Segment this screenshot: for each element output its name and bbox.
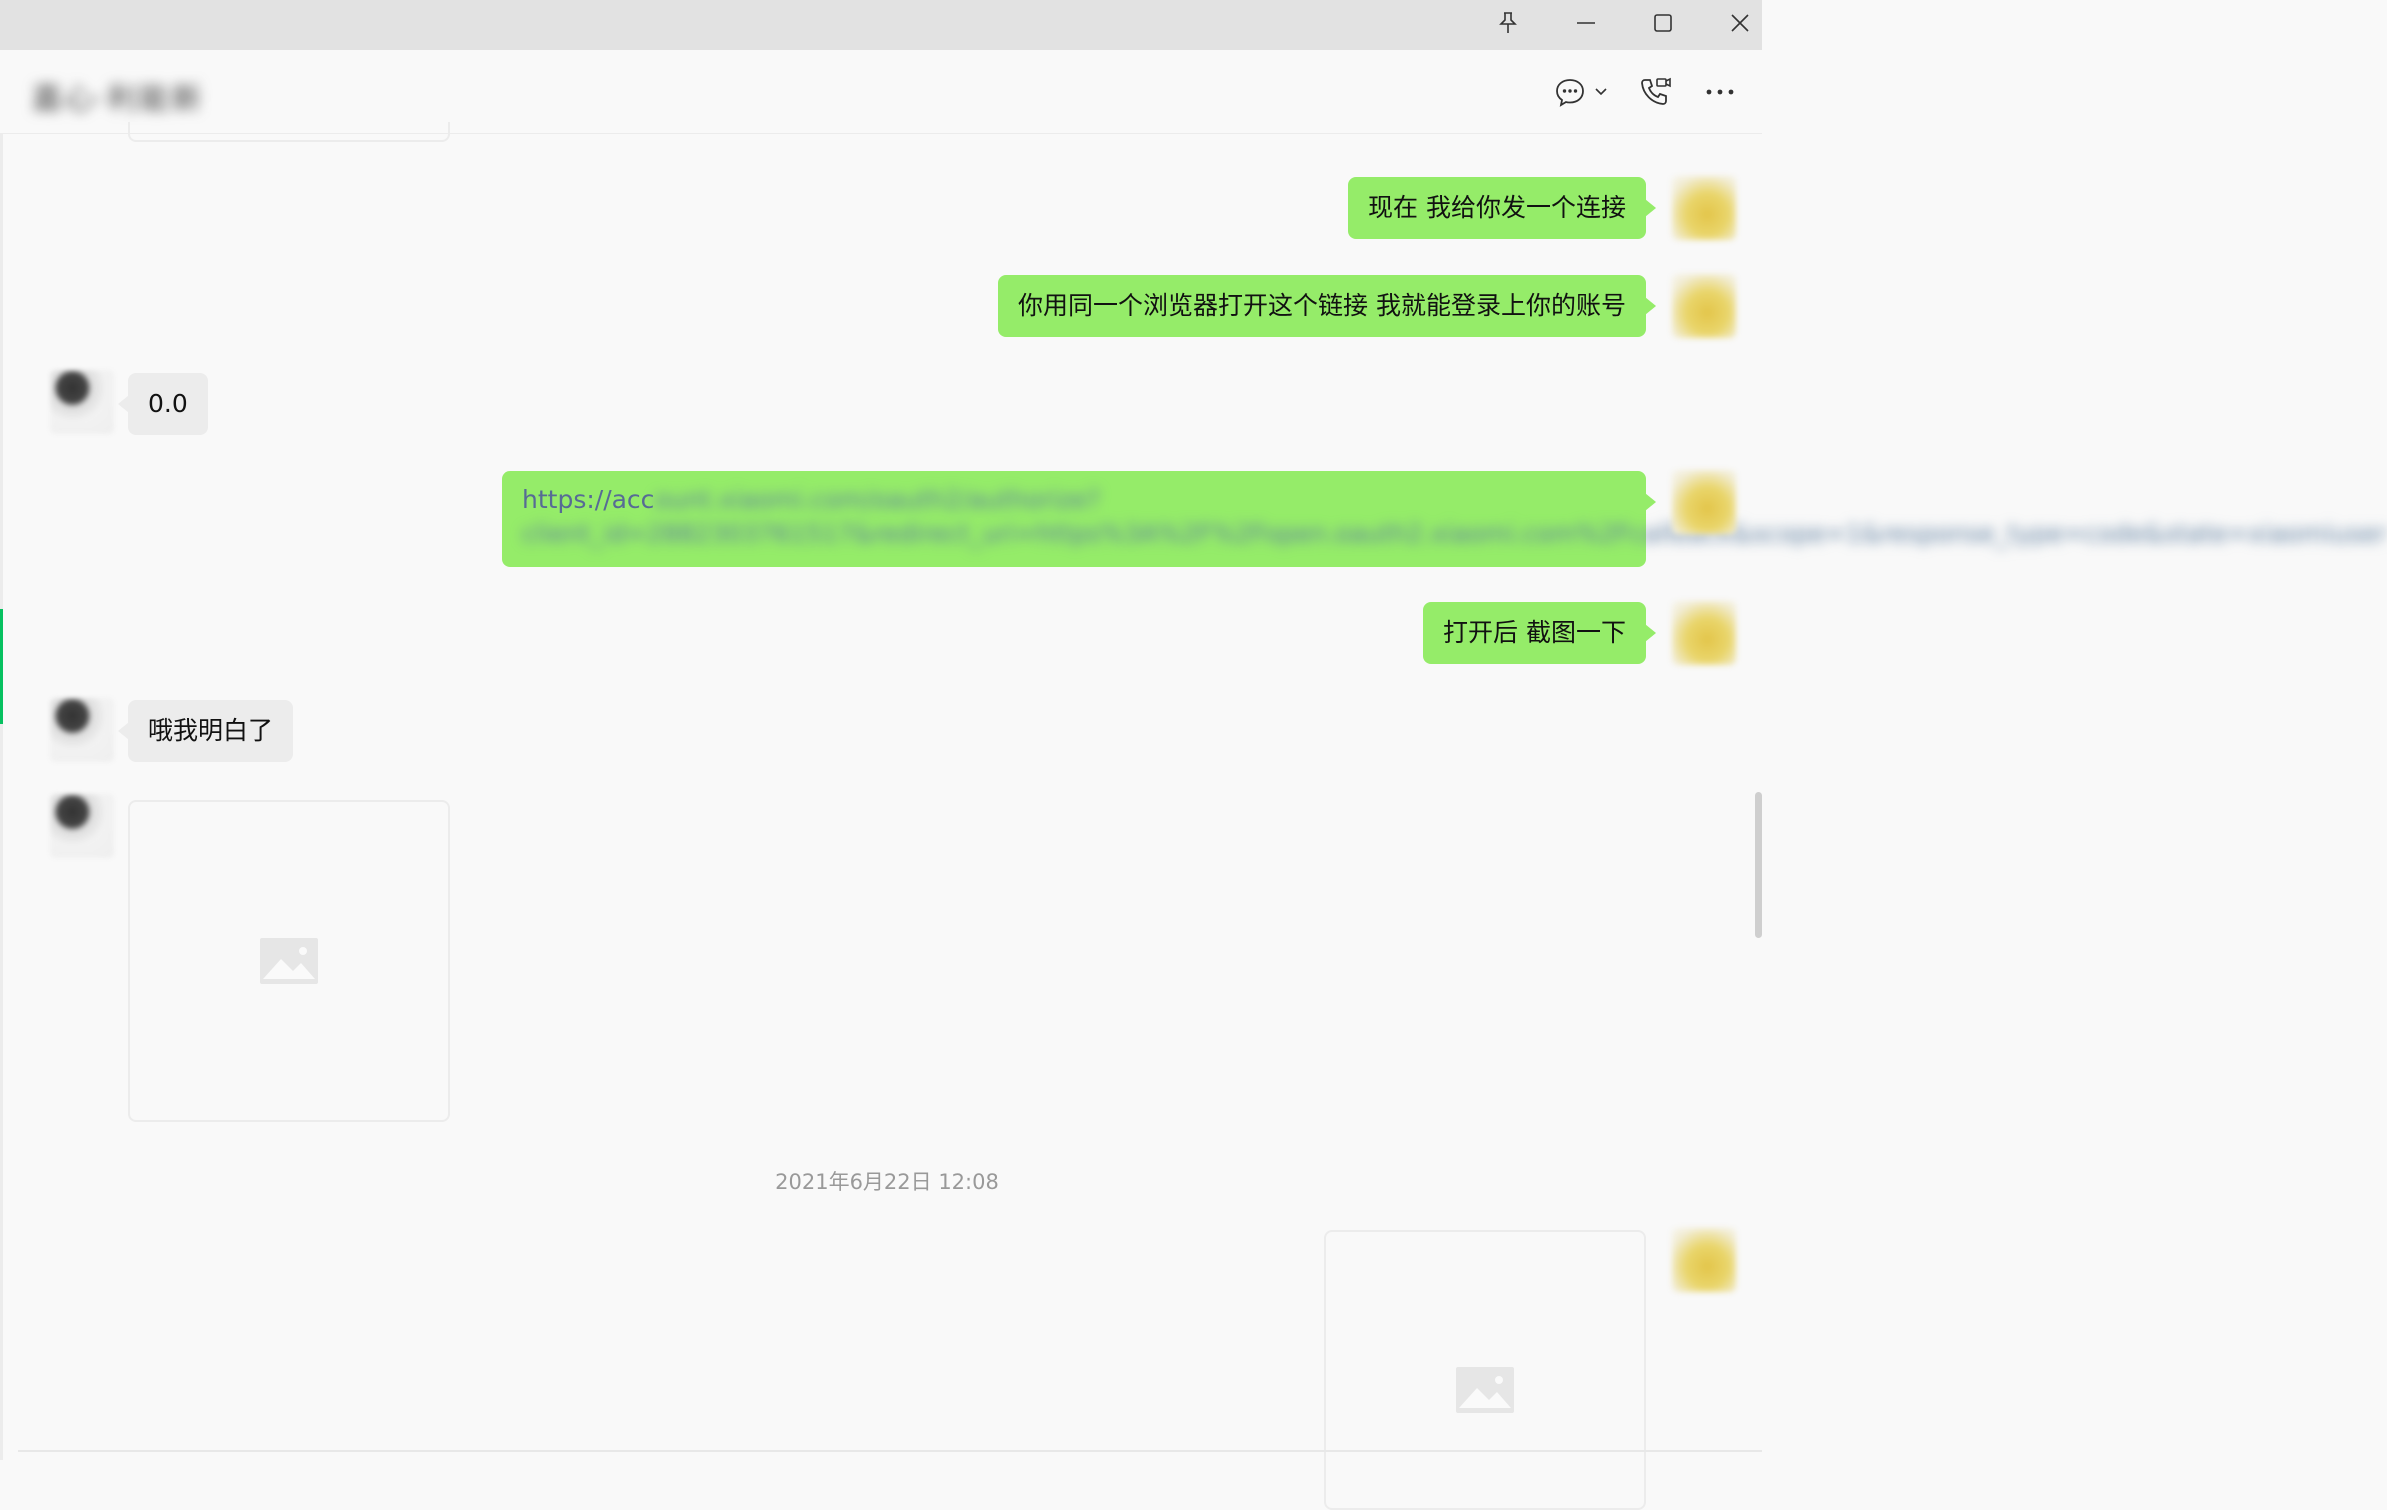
link-message-bubble[interactable]: https://account.xiaomi.com/oauth2/author… xyxy=(502,471,2387,567)
avatar[interactable] xyxy=(1672,1228,1736,1292)
avatar[interactable] xyxy=(50,370,114,434)
pin-icon[interactable] xyxy=(1470,0,1546,46)
minimize-icon[interactable] xyxy=(1548,0,1624,46)
chat-title[interactable]: 嘉心·利能新 xyxy=(32,82,204,117)
avatar[interactable] xyxy=(1672,601,1736,665)
video-call-icon[interactable] xyxy=(1638,74,1674,110)
avatar[interactable] xyxy=(50,794,114,858)
avatar[interactable] xyxy=(1672,176,1736,240)
message-bubble[interactable]: 0.0 xyxy=(118,373,208,435)
link-text-redacted: ount.xiaomi.com/oauth2/authorize?client_… xyxy=(522,485,2387,548)
image-message[interactable] xyxy=(1324,1230,1646,1510)
chat-header: 嘉心·利能新 xyxy=(0,50,1762,134)
chat-bubble-icon[interactable] xyxy=(1552,74,1588,110)
selected-message-marker xyxy=(0,609,3,724)
scrollbar[interactable] xyxy=(1755,792,1762,938)
message-bubble[interactable]: 哦我明白了 xyxy=(117,700,294,762)
chevron-down-icon[interactable] xyxy=(1592,74,1610,110)
more-icon[interactable] xyxy=(1703,74,1737,110)
link-text[interactable]: https://acc xyxy=(522,485,655,514)
avatar[interactable] xyxy=(1672,470,1736,534)
image-placeholder-icon xyxy=(1456,1367,1514,1413)
input-area-divider xyxy=(18,1450,1762,1456)
image-placeholder-icon xyxy=(260,938,318,984)
message-bubble[interactable]: 你用同一个浏览器打开这个链接 我就能登录上你的账号 xyxy=(998,275,1656,337)
maximize-icon[interactable] xyxy=(1625,0,1701,46)
image-message[interactable] xyxy=(128,800,450,1122)
message-list[interactable]: 现在 我给你发一个连接 你用同一个浏览器打开这个链接 我就能登录上你的账号 0.… xyxy=(0,122,2387,1510)
avatar[interactable] xyxy=(1672,274,1736,338)
previous-message-fragment xyxy=(128,122,450,142)
timestamp: 2021年6月22日 12:08 xyxy=(775,1170,999,1194)
left-edge-divider xyxy=(0,134,3,1460)
message-bubble[interactable]: 现在 我给你发一个连接 xyxy=(1348,177,1656,239)
close-icon[interactable] xyxy=(1702,0,1778,46)
title-bar xyxy=(0,0,1762,50)
message-bubble[interactable]: 打开后 截图一下 xyxy=(1423,602,1656,664)
avatar[interactable] xyxy=(50,698,114,762)
